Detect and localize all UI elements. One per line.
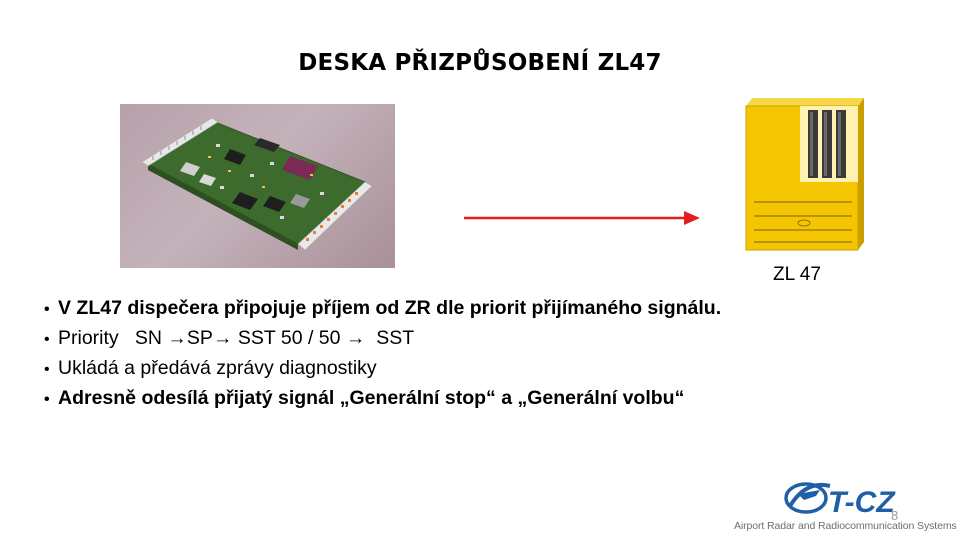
bullet-text: V ZL47 dispečera připojuje příjem od ZR … — [58, 297, 722, 319]
bullet-item: • Ukládá a předává zprávy diagnostiky — [44, 354, 944, 384]
bullet-item: • Priority SN →SP→ SST 50 / 50 → SST — [44, 324, 944, 354]
arrow-right-icon — [464, 211, 700, 225]
svg-text:T-CZ: T-CZ — [828, 486, 896, 519]
page-number: 8 — [891, 508, 899, 523]
bullet-list: • V ZL47 dispečera připojuje příjem od Z… — [44, 294, 944, 414]
bullet-marker: • — [44, 361, 50, 378]
bullet-text: Ukládá a předává zprávy diagnostiky — [58, 357, 377, 379]
bullet-item: • Adresně odesílá přijatý signál „Generá… — [44, 384, 944, 414]
pcb-board-image — [120, 104, 395, 268]
bullet-marker: • — [44, 301, 50, 318]
logo-tagline: Airport Radar and Radiocommunication Sys… — [734, 520, 957, 532]
module-caption: ZL 47 — [773, 264, 821, 285]
bullet-marker: • — [44, 331, 50, 348]
tcz-logo: T-CZ — [784, 482, 896, 519]
bullet-text: Priority SN →SP→ SST 50 / 50 → SST — [58, 327, 415, 349]
zl47-module-icon — [745, 98, 864, 251]
bullet-item: • V ZL47 dispečera připojuje příjem od Z… — [44, 294, 944, 324]
bullet-text: Adresně odesílá přijatý signál „Generáln… — [58, 387, 685, 409]
slide-title: DESKA PŘIZPŮSOBENÍ ZL47 — [298, 50, 662, 76]
bullet-marker: • — [44, 391, 50, 408]
